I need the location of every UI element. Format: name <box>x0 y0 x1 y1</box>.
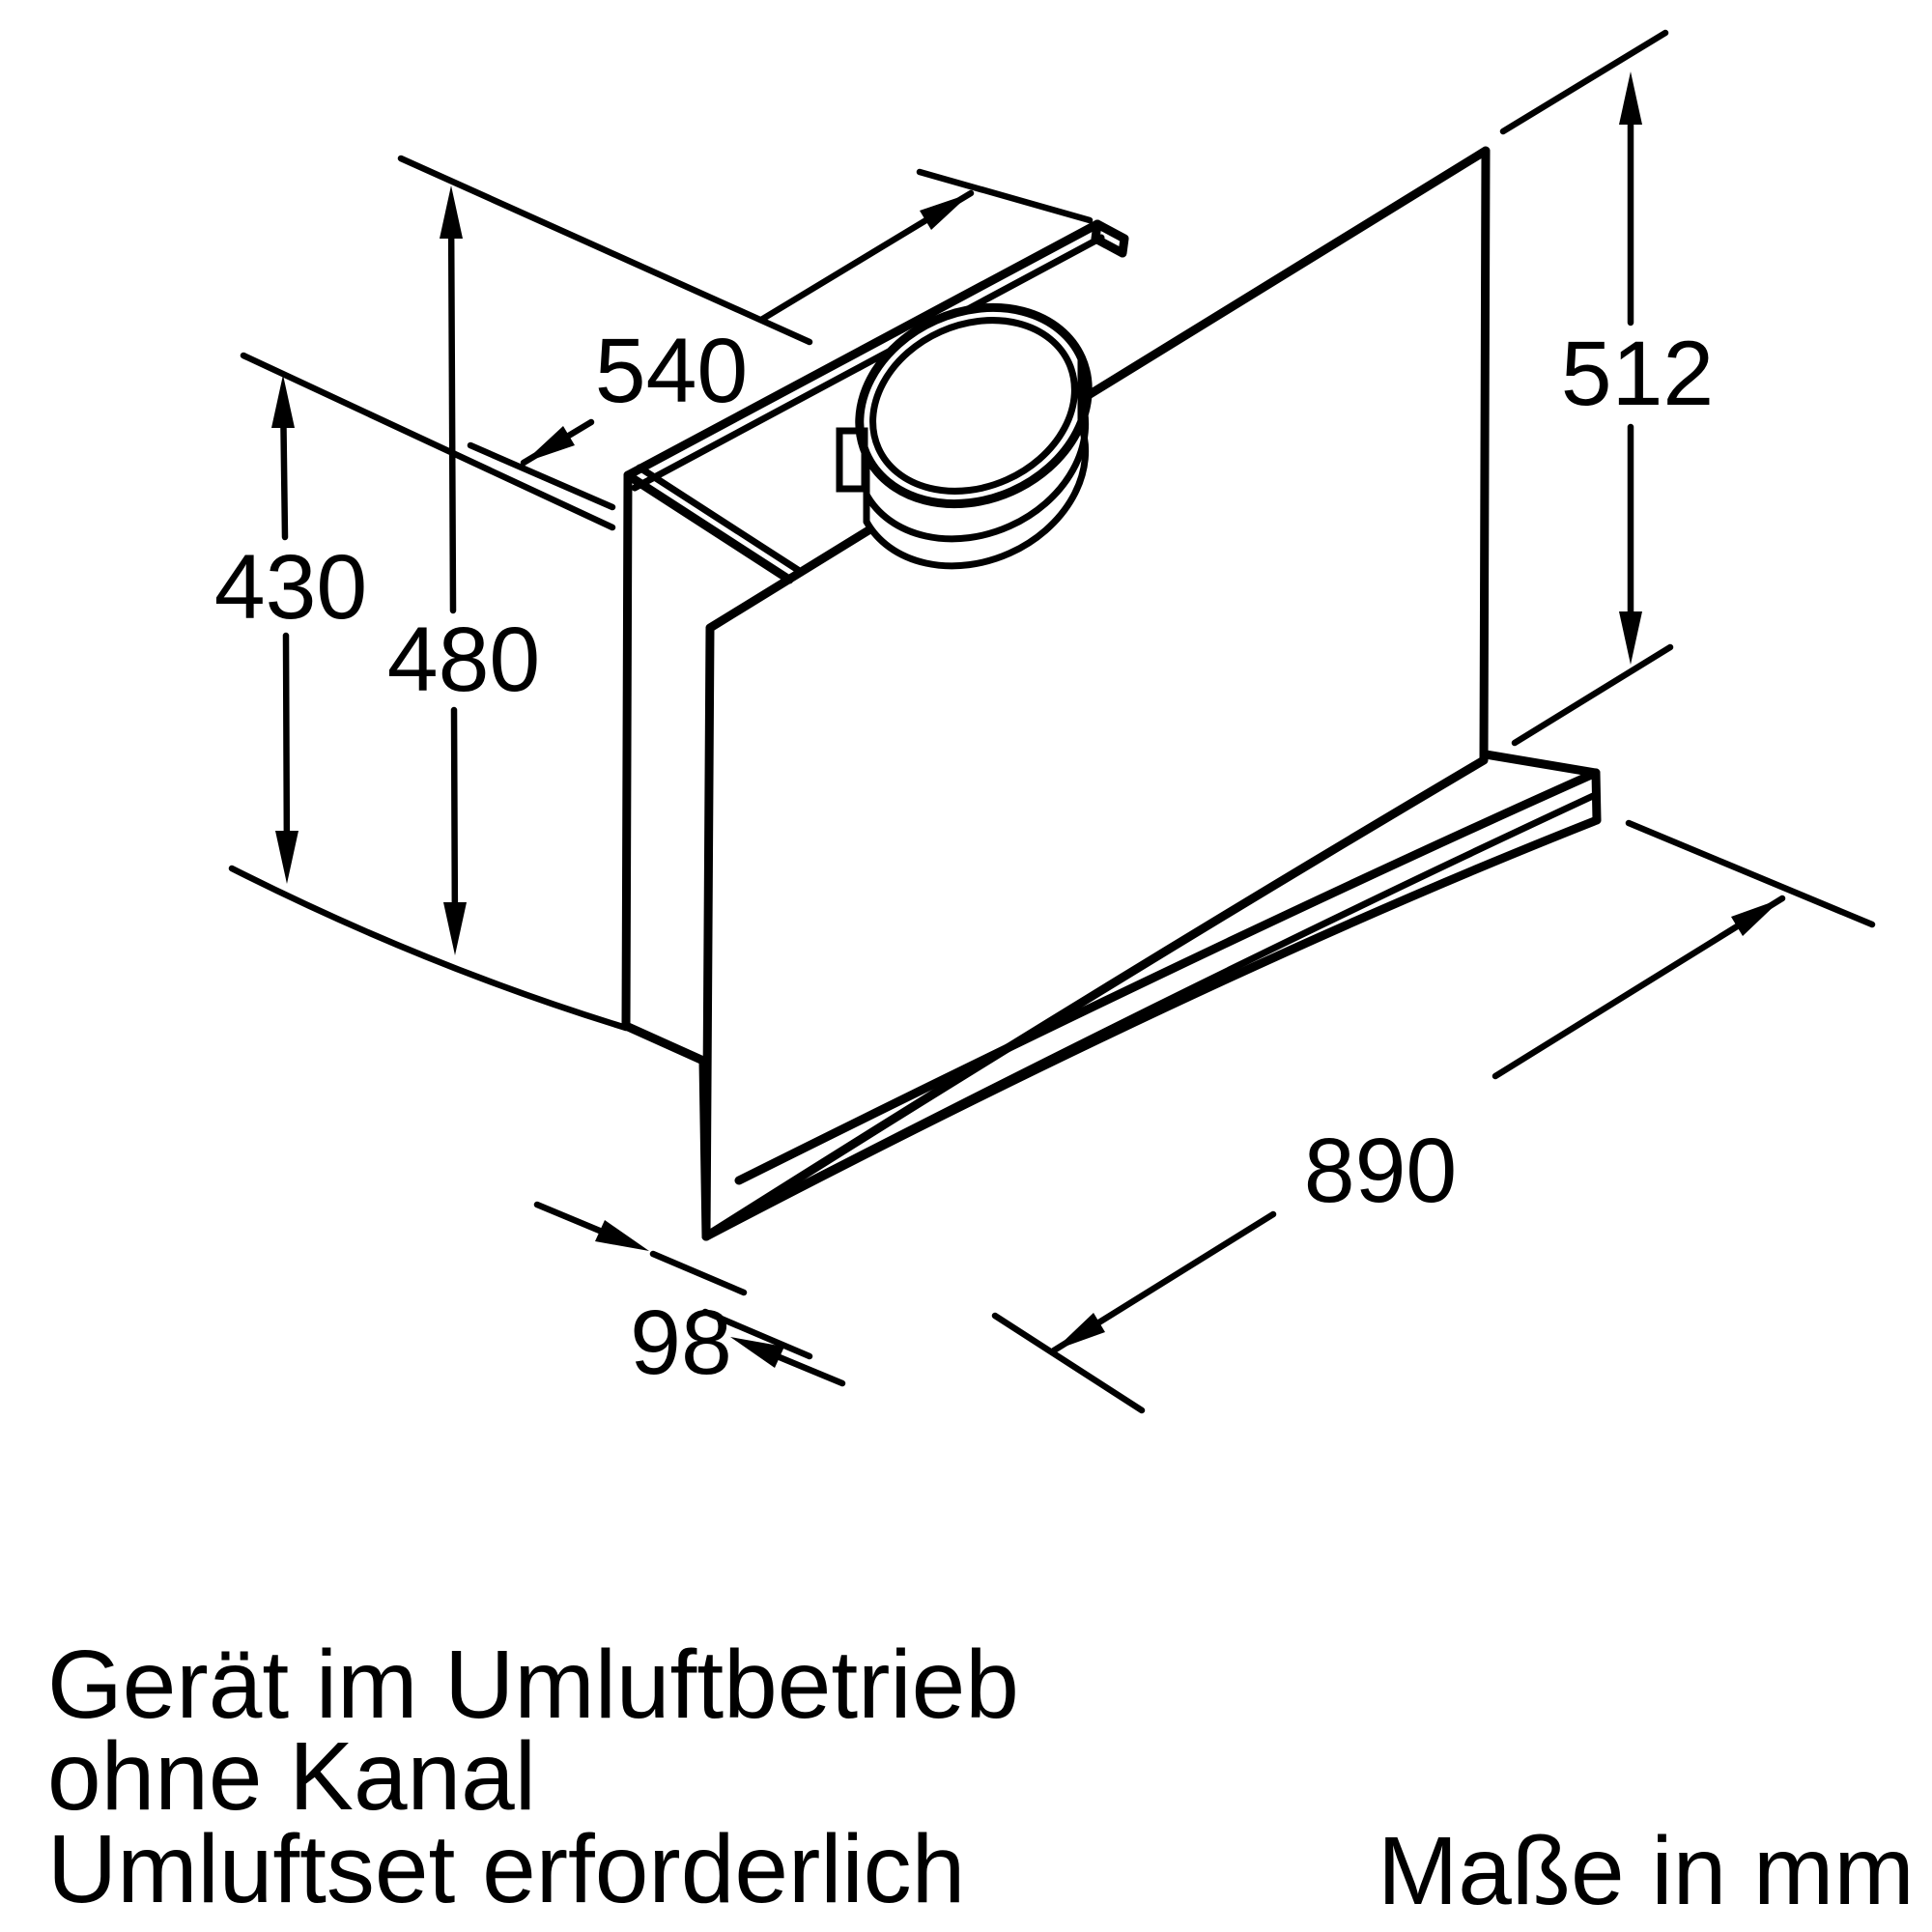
dim-98-ext-1 <box>649 1250 748 1296</box>
dim-98: 98 <box>533 1201 846 1394</box>
dim-512-ext-top <box>1499 29 1669 135</box>
dim-480-arrow-top <box>440 185 463 239</box>
fan-collar-ring-2 <box>863 421 1090 570</box>
note-line-3: Umluftset erforderlich <box>47 1815 965 1923</box>
dim-430-ext-top <box>240 352 616 531</box>
dim-890-arrow-right <box>1731 898 1782 936</box>
rail-lip-inner-edge <box>759 792 1597 1208</box>
dim-540-ext-upper <box>916 168 1094 224</box>
dim-512-arrow-bottom <box>1619 611 1642 665</box>
dim-890-ext-right <box>1625 819 1876 928</box>
units-label: Maße in mm <box>1378 1817 1915 1925</box>
dim-540-ext-lower <box>467 441 616 511</box>
dim-430-arrow-bottom <box>275 831 298 884</box>
captions: Gerät im Umluftbetrieb ohne Kanal Umluft… <box>47 1631 1915 1925</box>
dim-540-arrow-right <box>920 193 971 230</box>
duct-left-end-edge-line <box>623 470 794 584</box>
dim-98-ext-2 <box>701 1308 813 1360</box>
back-panel-outline <box>701 146 1491 1241</box>
dim-540-label: 540 <box>595 320 749 422</box>
dim-98-label: 98 <box>630 1292 732 1394</box>
dim-890: 890 <box>991 819 1876 1414</box>
dim-890-line-b <box>1492 895 1786 1080</box>
duct-right-end-cap <box>1091 219 1129 258</box>
dim-512-ext-bottom <box>1511 643 1674 747</box>
dim-512: 512 <box>1499 29 1715 747</box>
duct-front-edge-line <box>623 219 1102 480</box>
dim-430-arrow-top <box>271 375 295 428</box>
rail-lip-top-edge <box>734 768 1601 1185</box>
duct-left-end-inner-line <box>636 464 802 574</box>
bottom-rail <box>701 750 1602 1241</box>
front-bottom-step-edge <box>621 1021 711 1241</box>
duct-front-inner-rim-line <box>631 234 1105 492</box>
rail-bottom-edge <box>701 815 1602 1241</box>
dim-98-arrow-1 <box>595 1220 649 1251</box>
top-duct-plate <box>623 219 1129 584</box>
dim-540: 540 <box>467 168 1094 511</box>
dim-480-ext-bottom-shared <box>228 865 630 1032</box>
dim-480-line-a <box>447 199 457 614</box>
dim-430-line-b <box>282 632 291 870</box>
dim-512-arrow-top <box>1619 71 1642 125</box>
rail-right-end-cap <box>1481 750 1602 825</box>
front-panel-profile <box>621 470 711 1241</box>
fan-outlet <box>836 302 1093 570</box>
fan-occluder-top <box>859 307 1089 504</box>
note-line-1: Gerät im Umluftbetrieb <box>47 1631 1019 1739</box>
note-line-2: ohne Kanal <box>47 1722 536 1831</box>
front-left-vertical-edge <box>621 470 633 1031</box>
dim-512-label: 512 <box>1561 323 1715 425</box>
dim-480-ext-top <box>397 155 813 346</box>
dim-540-arrow-left <box>524 426 575 463</box>
dim-890-label: 890 <box>1304 1120 1458 1222</box>
dim-890-arrow-left <box>1054 1313 1105 1350</box>
dim-480-label: 480 <box>387 609 541 711</box>
dim-890-ext-left <box>991 1312 1146 1414</box>
dim-480: 480 <box>228 155 813 1032</box>
hood-object <box>621 146 1602 1241</box>
fan-inner-rim <box>869 317 1078 495</box>
fan-outer-rim <box>855 302 1093 509</box>
dim-430: 430 <box>214 352 616 884</box>
dim-430-label: 430 <box>214 536 368 639</box>
dim-480-arrow-bottom <box>443 902 467 955</box>
dim-98-arrow-2 <box>730 1337 784 1368</box>
dim-480-line-b <box>450 706 459 942</box>
